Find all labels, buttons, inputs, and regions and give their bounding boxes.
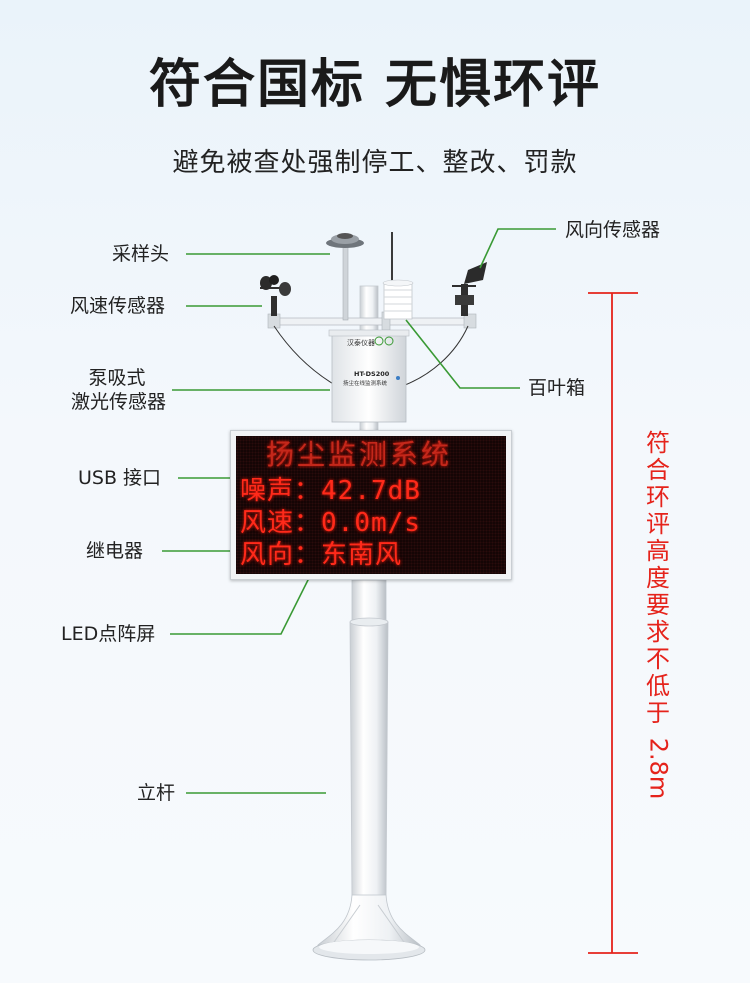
led-title: 扬尘监测系统 — [266, 438, 453, 471]
louver-box — [382, 279, 414, 320]
wind-direction-sensor — [452, 262, 487, 316]
label-pump-laser: 泵吸式 激光传感器 — [50, 366, 166, 414]
label-louver-box: 百叶箱 — [528, 377, 586, 399]
led-row-key: 风向 — [240, 540, 295, 570]
led-row-value: 42.7dB — [321, 476, 421, 506]
led-row-sep: ： — [294, 476, 322, 506]
led-row-key: 风速 — [240, 508, 295, 538]
label-pole: 立杆 — [137, 782, 176, 804]
height-note-value: 2.8m — [644, 737, 673, 800]
page-title: 符合国标 无惧环评 — [148, 55, 602, 115]
height-note-text: 符合环评高度要求 不低于 — [646, 429, 670, 727]
label-sampler: 采样头 — [112, 243, 170, 265]
pole — [312, 579, 426, 961]
led-screen: 扬尘监测系统 噪声：42.7dB 风速：0.0m/s 风向：东南风 — [236, 436, 506, 574]
page-subtitle: 避免被查处强制停工、整改、罚款 — [172, 148, 578, 178]
system-name-label: 扬尘在线监测系统 — [343, 379, 388, 387]
led-row-sep: ： — [294, 508, 322, 538]
led-row-key: 噪声 — [240, 476, 295, 506]
label-led-screen: LED点阵屏 — [61, 623, 156, 645]
leader-led — [170, 565, 316, 635]
height-note-value-wrap: 2.8m — [643, 733, 673, 800]
height-marker — [588, 292, 638, 954]
sensor-box — [328, 329, 410, 423]
led-row-wind-speed: 风速：0.0m/s — [240, 508, 421, 538]
label-pump-laser-line2: 激光传感器 — [70, 391, 166, 413]
label-relay: 继电器 — [86, 540, 144, 562]
height-requirement-note: 符合环评高度要求 不低于 2.8m — [643, 429, 673, 800]
label-pump-laser-line1: 泵吸式 — [88, 367, 146, 389]
wind-speed-sensor — [260, 275, 291, 316]
led-row-wind-direction: 风向：东南风 — [240, 540, 402, 570]
led-row-sep: ： — [294, 540, 322, 570]
led-row-noise: 噪声：42.7dB — [240, 476, 421, 506]
leader-wind-direction — [479, 228, 556, 269]
label-wind-direction-sensor: 风向传感器 — [565, 219, 661, 241]
cross-arm — [267, 311, 477, 386]
brand-label: 汉泰仪器 — [347, 338, 375, 347]
led-row-value: 东南风 — [321, 540, 403, 570]
leader-lines — [162, 228, 556, 794]
sampling-head — [326, 233, 364, 321]
label-wind-speed-sensor: 风速传感器 — [70, 295, 166, 317]
leader-louver — [405, 319, 520, 389]
model-label: HT-DS200 — [354, 370, 390, 378]
label-usb-port: USB 接口 — [78, 467, 162, 489]
led-row-value: 0.0m/s — [321, 508, 421, 538]
